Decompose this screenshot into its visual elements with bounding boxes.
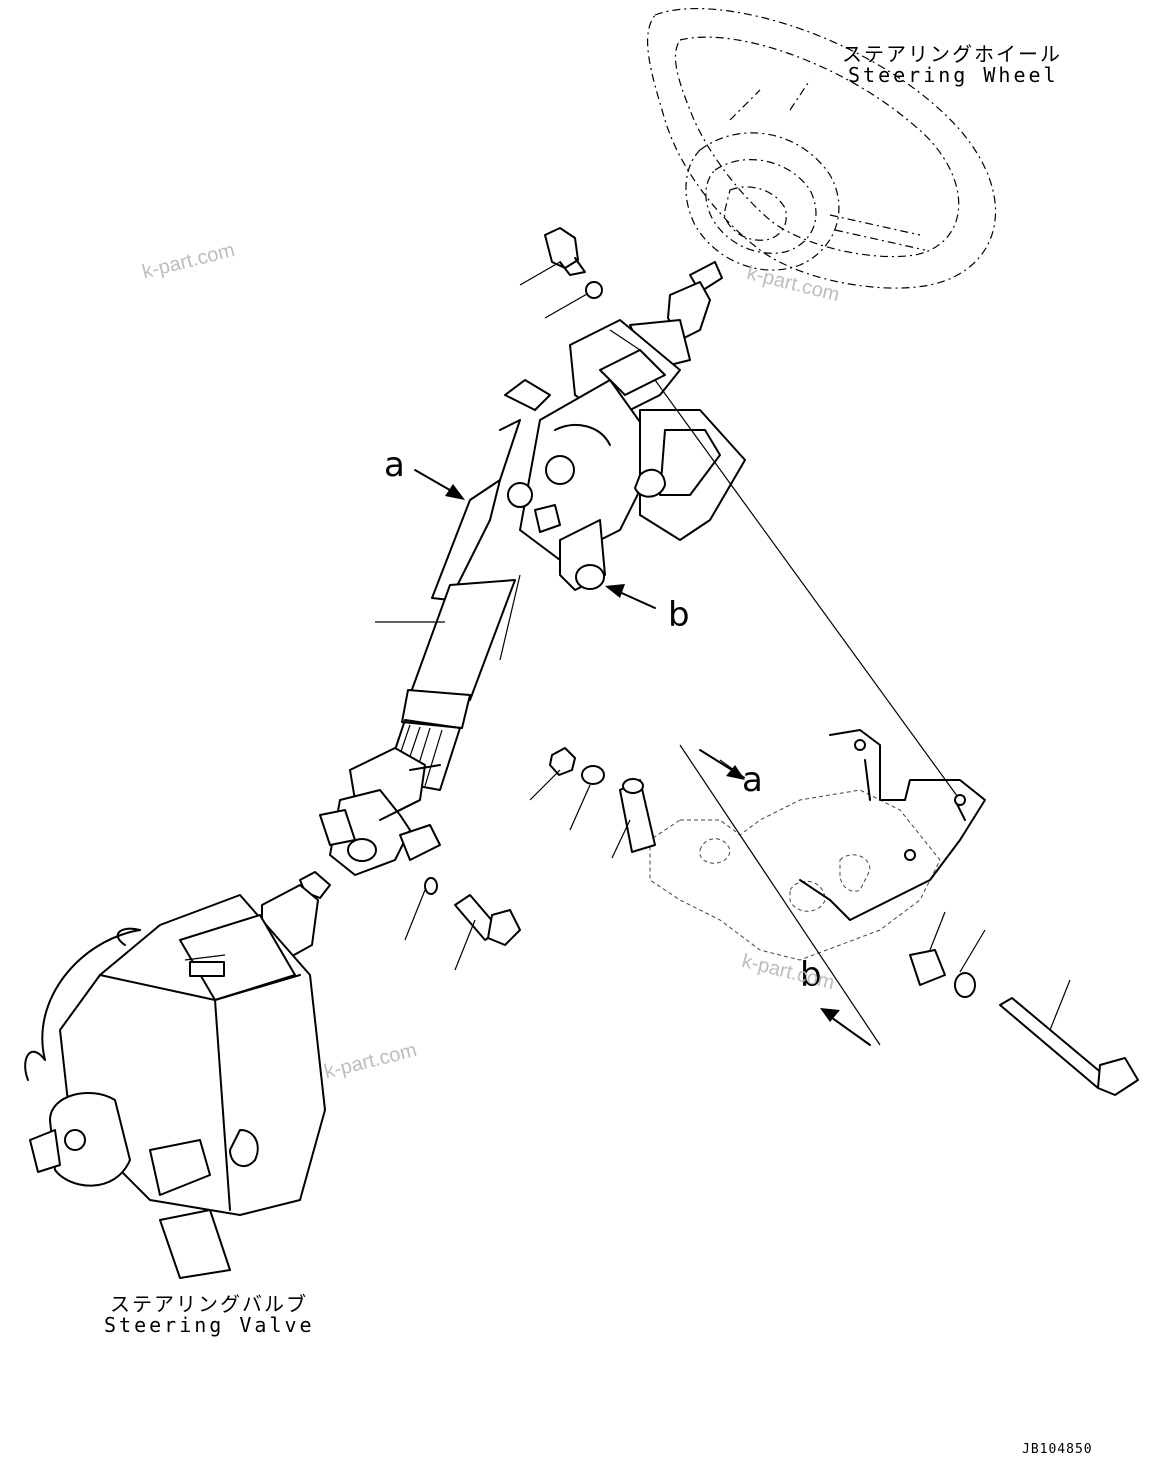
callout-b-upper: b xyxy=(668,595,690,635)
steering-valve-label-en: Steering Valve xyxy=(104,1313,315,1337)
steering-valve-drawing xyxy=(24,871,331,1279)
callout-a-lower: a xyxy=(742,760,763,800)
steering-valve-label-jp: ステアリングバルブ xyxy=(110,1292,308,1316)
callout-a-upper: a xyxy=(384,445,405,485)
steering-column-drawing xyxy=(319,227,961,876)
steering-wheel-label-en: Steering Wheel xyxy=(848,63,1059,87)
callout-b-lower: b xyxy=(800,955,822,995)
steering-wheel-label-jp: ステアリングホイール xyxy=(842,42,1062,66)
document-id: JB104850 xyxy=(1022,1442,1093,1457)
steering-wheel-drawing xyxy=(646,8,996,289)
lower-bracket-drawing xyxy=(404,469,1139,1096)
